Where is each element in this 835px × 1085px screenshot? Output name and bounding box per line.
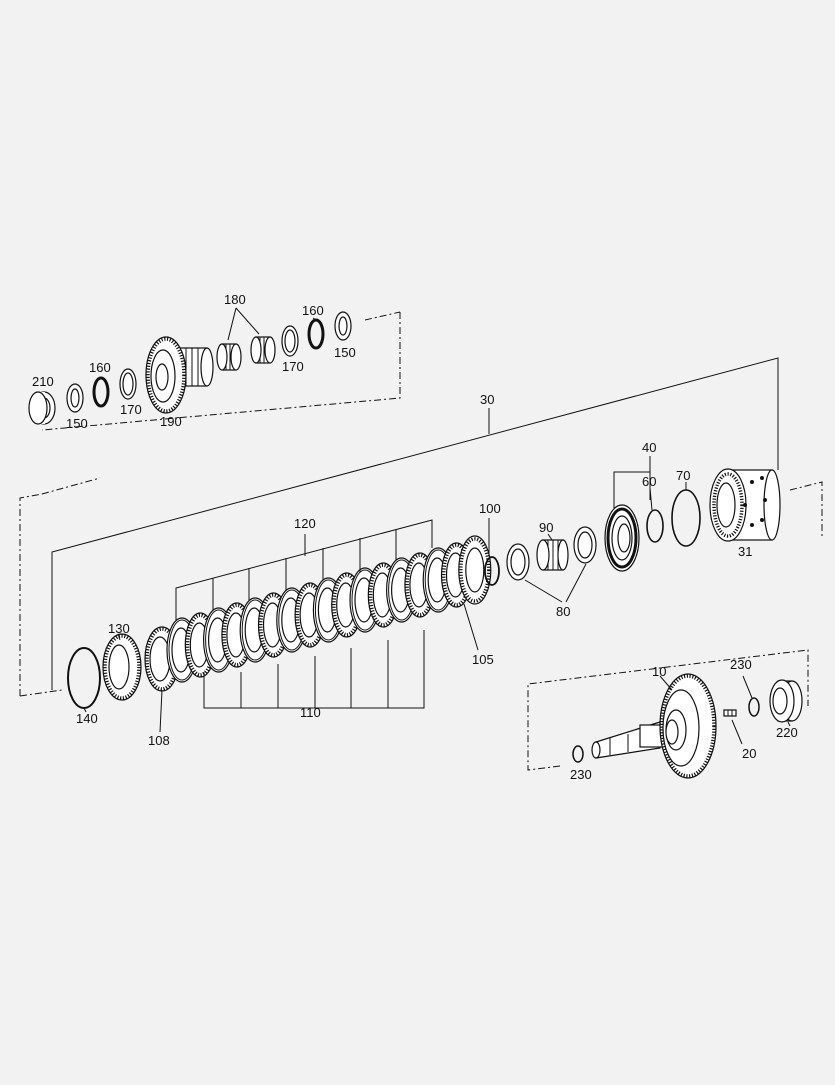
callout-100: 100 bbox=[479, 501, 501, 516]
disc-105 bbox=[458, 535, 492, 605]
clutch-disc-stack bbox=[166, 535, 492, 683]
callout-10: 10 bbox=[652, 664, 666, 679]
snap-ring-140 bbox=[67, 647, 101, 709]
callout-80: 80 bbox=[556, 604, 570, 619]
callout-labels: 210 150 160 170 190 180 170 160 150 30 1… bbox=[32, 292, 798, 782]
ring-230-right bbox=[748, 697, 760, 717]
callout-20: 20 bbox=[742, 746, 756, 761]
piston-40 bbox=[604, 504, 640, 572]
callout-160-right: 160 bbox=[302, 303, 324, 318]
callout-110: 110 bbox=[300, 705, 321, 720]
needle-bearing-180-a bbox=[216, 343, 242, 371]
snap-ring-160-left bbox=[92, 376, 110, 408]
seal-70 bbox=[671, 489, 701, 547]
callout-30: 30 bbox=[480, 392, 494, 407]
bracket-110 bbox=[203, 630, 425, 716]
snap-ring-100 bbox=[484, 556, 500, 586]
callout-140: 140 bbox=[76, 711, 98, 726]
callout-150-right: 150 bbox=[334, 345, 356, 360]
end-plate-130 bbox=[102, 633, 142, 701]
snap-ring-160-right bbox=[307, 318, 325, 350]
spring-pack-90 bbox=[536, 539, 569, 571]
clutch-assembly-group bbox=[19, 357, 823, 733]
upper-assembly-group bbox=[28, 307, 401, 431]
clutch-drum-31 bbox=[709, 468, 781, 542]
shaft-10 bbox=[591, 673, 717, 779]
callout-210: 210 bbox=[32, 374, 54, 389]
shaft-group-boundary bbox=[527, 649, 809, 771]
gear-190 bbox=[145, 336, 214, 414]
seal-60 bbox=[646, 509, 664, 543]
clutch-group-boundary-right bbox=[789, 481, 823, 536]
callout-70: 70 bbox=[676, 468, 690, 483]
shaft-assembly-group bbox=[527, 649, 809, 779]
callout-40: 40 bbox=[642, 440, 656, 455]
callout-105: 105 bbox=[472, 652, 494, 667]
ring-230-left bbox=[572, 745, 584, 763]
bracket-120 bbox=[175, 519, 433, 620]
bearing-210 bbox=[28, 391, 56, 425]
upper-group-boundary bbox=[41, 312, 401, 431]
callout-230-left: 230 bbox=[570, 767, 592, 782]
callout-160-left: 160 bbox=[89, 360, 111, 375]
callout-180: 180 bbox=[224, 292, 246, 307]
callout-31: 31 bbox=[738, 544, 752, 559]
callout-120: 120 bbox=[294, 516, 316, 531]
callout-130: 130 bbox=[108, 621, 130, 636]
clutch-group-boundary-left bbox=[19, 493, 43, 696]
callout-170-left: 170 bbox=[120, 402, 142, 417]
needle-bearing-180-b bbox=[250, 336, 276, 364]
pin-20 bbox=[723, 709, 737, 717]
callout-230-right: 230 bbox=[730, 657, 752, 672]
callout-60: 60 bbox=[642, 474, 656, 489]
callout-190: 190 bbox=[160, 414, 182, 429]
callout-90: 90 bbox=[539, 520, 553, 535]
callout-220: 220 bbox=[776, 725, 798, 740]
bearing-220 bbox=[769, 679, 803, 723]
callout-108: 108 bbox=[148, 733, 170, 748]
bracket-30 bbox=[51, 357, 779, 690]
callout-170-right: 170 bbox=[282, 359, 304, 374]
callout-150-left: 150 bbox=[66, 416, 88, 431]
